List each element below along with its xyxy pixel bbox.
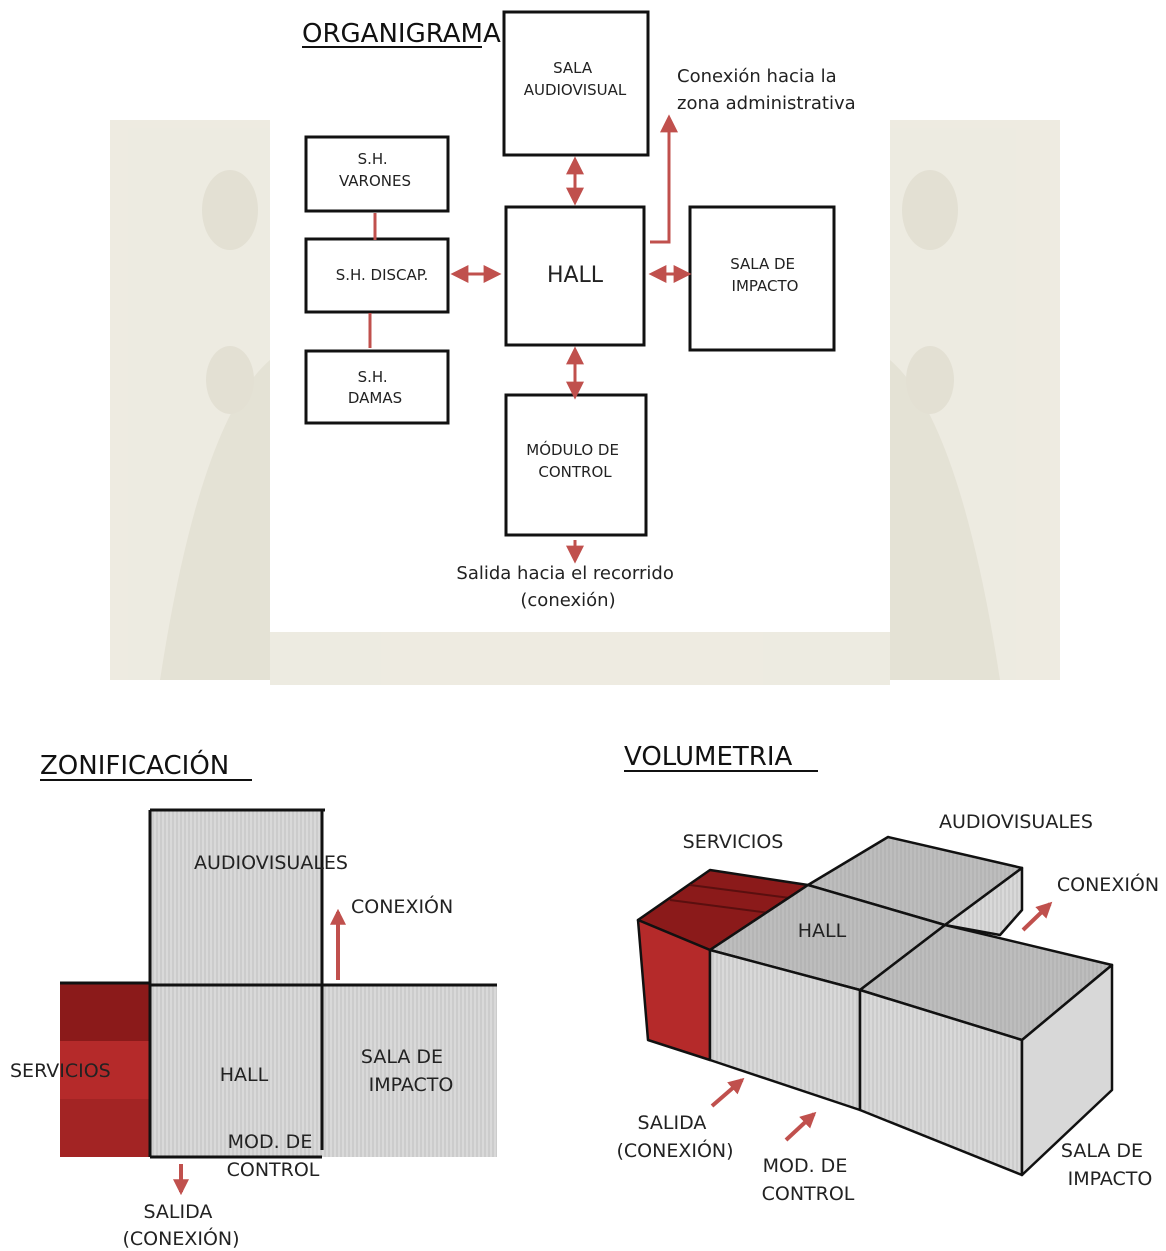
vol-audiovisuales-label: AUDIOVISUALES — [939, 811, 1093, 833]
sh-damas-box — [304, 349, 450, 425]
zonif-salida-label: SALIDA (CONEXIÓN) — [122, 1201, 239, 1250]
sala-audiovisual-box — [502, 10, 650, 157]
zonif-servicios-label: SERVICIOS — [10, 1060, 111, 1082]
volumetria-3d — [636, 835, 1114, 1177]
hall-label: HALL — [547, 263, 604, 288]
vol-hall-label: HALL — [798, 920, 847, 942]
vol-mod-control-label: MOD. DE CONTROL — [762, 1155, 855, 1205]
sh-varones-label: S.H. VARONES — [339, 150, 411, 190]
volumetria-arrows — [710, 901, 1053, 1142]
zonif-hall-label: HALL — [220, 1064, 269, 1086]
zone-sala-impacto — [322, 985, 497, 1157]
zone-servicios-2 — [60, 1041, 150, 1099]
zone-hall — [150, 985, 322, 1157]
sala-impacto-label: SALA DE IMPACTO — [730, 255, 800, 295]
watermark-seal — [110, 120, 1060, 685]
vol-salida-arrow — [710, 1077, 745, 1108]
zonificacion-title: ZONIFICACIÓN — [40, 749, 229, 781]
zone-servicios-1 — [60, 983, 150, 1041]
vol-servicios-label: SERVICIOS — [683, 831, 784, 853]
vol-salida-label: SALIDA (CONEXIÓN) — [616, 1112, 733, 1162]
vol-mod-control-arrow — [784, 1111, 817, 1142]
zonif-audiovisuales-label: AUDIOVISUALES — [194, 852, 348, 874]
admin-connection-note: Conexión hacia la zona administrativa — [677, 66, 856, 114]
sh-discap-box — [304, 237, 450, 314]
zonif-mod-control-label: MOD. DE CONTROL — [227, 1131, 320, 1181]
vol-conexion-label: CONEXIÓN — [1057, 872, 1159, 896]
vol-conexion-arrow — [1021, 901, 1053, 932]
sh-varones-box — [304, 135, 450, 213]
modulo-control-label: MÓDULO DE CONTROL — [526, 440, 623, 481]
organigrama-connectors — [368, 114, 692, 564]
organigrama-boxes — [304, 10, 836, 537]
arrow-admin — [650, 114, 678, 244]
zonif-sala-impacto-label: SALA DE IMPACTO — [361, 1046, 453, 1096]
zonificacion-plan — [60, 808, 497, 1196]
vol-sala-impacto-label: SALA DE IMPACTO — [1061, 1140, 1152, 1190]
sala-audiovisual-label: SALA AUDIOVISUAL — [524, 59, 627, 99]
hall-box — [504, 205, 646, 347]
salida-note: Salida hacia el recorrido (conexión) — [456, 563, 679, 611]
sh-damas-label: S.H. DAMAS — [348, 368, 402, 407]
zone-audiovisuales — [150, 810, 322, 985]
zonif-conexion-label: CONEXIÓN — [351, 894, 453, 918]
zone-servicios-3 — [60, 1099, 150, 1157]
volumetria-title: VOLUMETRIA — [624, 742, 792, 772]
organigrama-panel — [270, 0, 890, 632]
sh-discap-label: S.H. DISCAP. — [336, 266, 429, 284]
organigrama-title: ORGANIGRAMA — [302, 19, 501, 49]
